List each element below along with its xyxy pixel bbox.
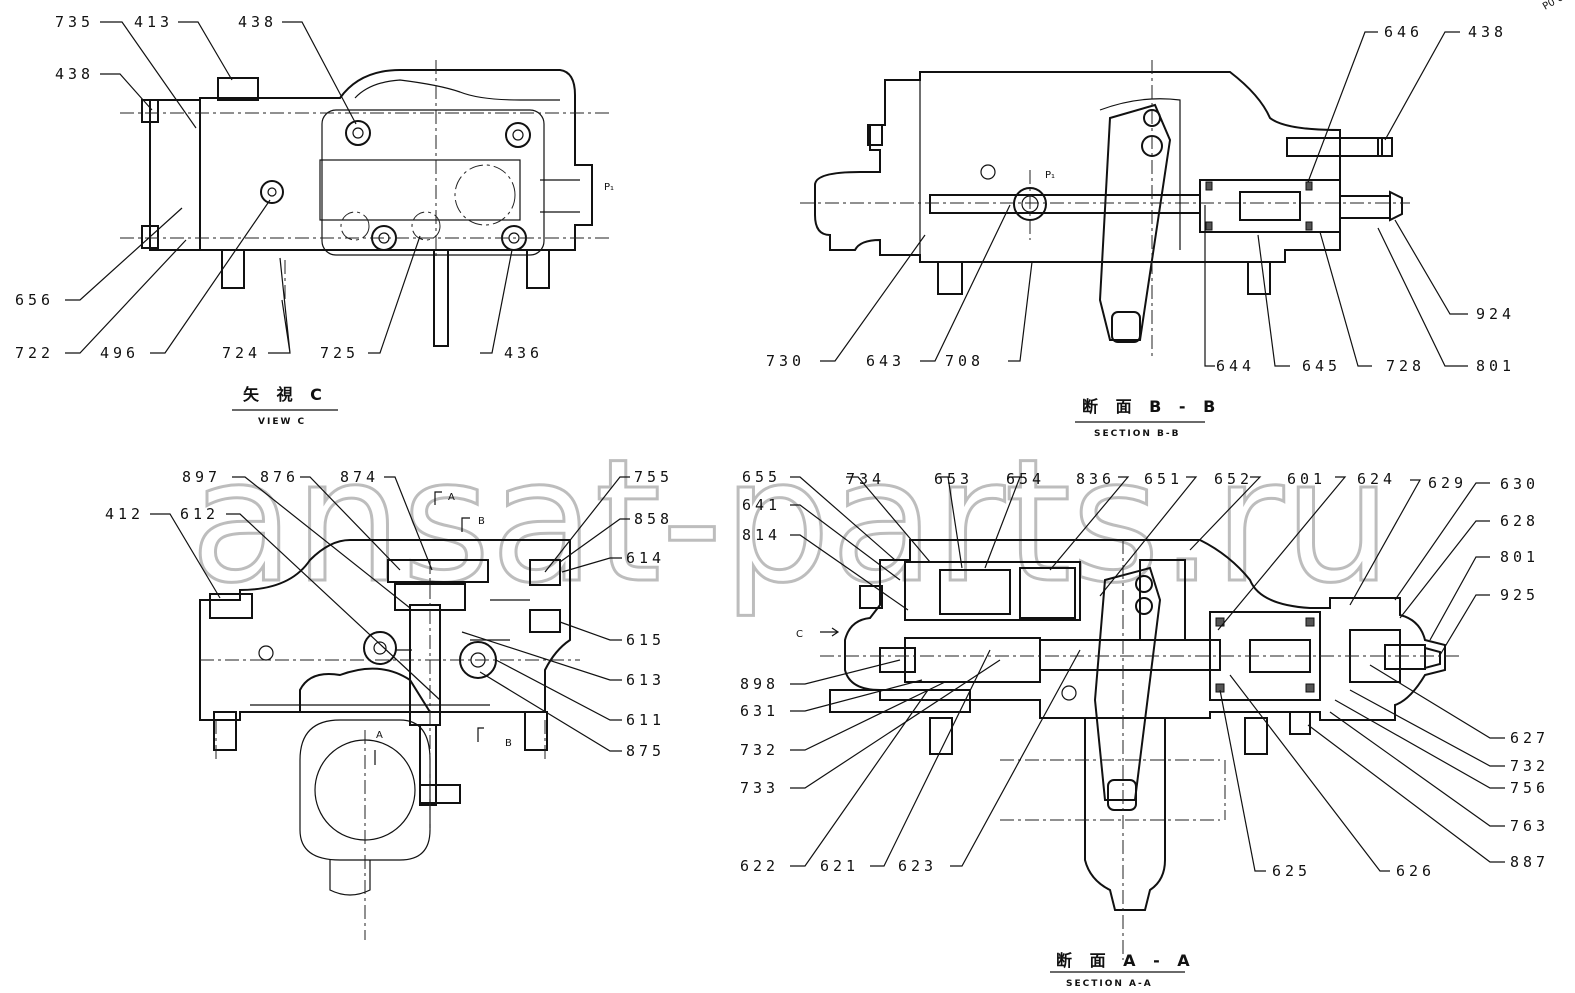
section-aa-label-19: 732 <box>740 741 779 759</box>
view-c-title-en: VIEW C <box>258 417 306 427</box>
section-bb-label-9: 645 <box>1302 357 1341 375</box>
section-bb-label-3: 924 <box>1476 305 1515 323</box>
section-bb-label-2: 438 <box>1468 23 1507 41</box>
corner-mark: P0 60 <box>1541 0 1571 13</box>
section-aa-label-6: 651 <box>1144 470 1183 488</box>
section-mark-b-top: B <box>478 516 485 527</box>
section-bb: P₁ 646 438 924 801 730 643 708 644 645 7… <box>766 23 1515 439</box>
view-c-label-4: 438 <box>55 65 94 83</box>
section-bb-label-4: 801 <box>1476 357 1515 375</box>
section-aa-label-27: 621 <box>820 857 859 875</box>
section-bb-label-10: 728 <box>1386 357 1425 375</box>
section-aa-label-8: 601 <box>1287 470 1326 488</box>
section-aa-label-16: 925 <box>1500 586 1539 604</box>
view-c-label-5: 656 <box>15 291 54 309</box>
section-aa-label-13: 814 <box>742 526 781 544</box>
section-bb-title-en: SECTION B-B <box>1094 429 1181 439</box>
section-aa: C 655 734 653 654 <box>740 468 1549 989</box>
view-c-label-6: 722 <box>15 344 54 362</box>
section-aa-label-20: 733 <box>740 779 779 797</box>
section-aa-label-2: 734 <box>846 470 885 488</box>
view-c-label-8: 724 <box>222 344 261 362</box>
view-c-title-jp: 矢 視 C <box>243 385 328 404</box>
section-left-label-8: 614 <box>626 549 665 567</box>
section-aa-label-15: 801 <box>1500 548 1539 566</box>
section-aa-label-9: 624 <box>1357 470 1396 488</box>
view-c-port-label: P₁ <box>604 182 614 193</box>
section-left-label-9: 615 <box>626 631 665 649</box>
section-left-label-11: 611 <box>626 711 665 729</box>
section-left-label-2: 876 <box>260 468 299 486</box>
section-aa-label-24: 763 <box>1510 817 1549 835</box>
section-aa-title-jp: 断 面 A - A <box>1056 951 1196 970</box>
view-c-label-10: 436 <box>504 344 543 362</box>
view-c-label-1: 735 <box>55 13 94 31</box>
view-c-label-7: 496 <box>100 344 139 362</box>
section-aa-label-14: 628 <box>1500 512 1539 530</box>
section-aa-label-12: 641 <box>742 496 781 514</box>
section-mark-a-top: A <box>448 492 455 503</box>
section-bb-label-5: 730 <box>766 352 805 370</box>
section-bb-label-6: 643 <box>866 352 905 370</box>
section-left-label-1: 897 <box>182 468 221 486</box>
view-c: P₁ 735 413 438 438 656 722 496 724 725 4… <box>15 13 614 427</box>
section-aa-label-1: 655 <box>742 468 781 486</box>
section-aa-label-17: 898 <box>740 675 779 693</box>
section-aa-label-4: 654 <box>1006 470 1045 488</box>
section-aa-label-3: 653 <box>934 470 973 488</box>
section-left-label-3: 874 <box>340 468 379 486</box>
section-aa-label-30: 626 <box>1396 862 1435 880</box>
section-left: A B A B 897 876 874 755 858 412 612 614 … <box>105 468 673 940</box>
section-aa-label-25: 887 <box>1510 853 1549 871</box>
section-left-label-10: 613 <box>626 671 665 689</box>
section-left-label-6: 412 <box>105 505 144 523</box>
section-bb-title-jp: 断 面 B - B <box>1082 397 1221 416</box>
section-aa-label-29: 625 <box>1272 862 1311 880</box>
section-left-label-4: 755 <box>634 468 673 486</box>
section-left-label-5: 858 <box>634 510 673 528</box>
section-aa-label-23: 756 <box>1510 779 1549 797</box>
section-aa-label-28: 623 <box>898 857 937 875</box>
view-c-label-9: 725 <box>320 344 359 362</box>
section-aa-label-22: 732 <box>1510 757 1549 775</box>
section-bb-label-7: 708 <box>945 352 984 370</box>
section-bb-port-label: P₁ <box>1045 170 1055 181</box>
section-aa-label-18: 631 <box>740 702 779 720</box>
section-left-label-7: 612 <box>180 505 219 523</box>
section-aa-label-7: 652 <box>1214 470 1253 488</box>
section-aa-label-10: 629 <box>1428 474 1467 492</box>
section-left-label-12: 875 <box>626 742 665 760</box>
section-aa-label-21: 627 <box>1510 729 1549 747</box>
section-aa-label-5: 836 <box>1076 470 1115 488</box>
view-c-label-3: 438 <box>238 13 277 31</box>
section-bb-label-1: 646 <box>1384 23 1423 41</box>
section-mark-b-bottom: B <box>505 738 512 749</box>
section-mark-a-bottom: A <box>376 730 383 741</box>
section-aa-title-en: SECTION A-A <box>1066 979 1153 989</box>
section-mark-c: C <box>796 629 803 640</box>
watermark: ansat-parts.ru <box>190 423 1392 621</box>
section-aa-label-26: 622 <box>740 857 779 875</box>
view-c-label-2: 413 <box>134 13 173 31</box>
section-bb-label-8: 644 <box>1216 357 1255 375</box>
section-aa-label-11: 630 <box>1500 475 1539 493</box>
